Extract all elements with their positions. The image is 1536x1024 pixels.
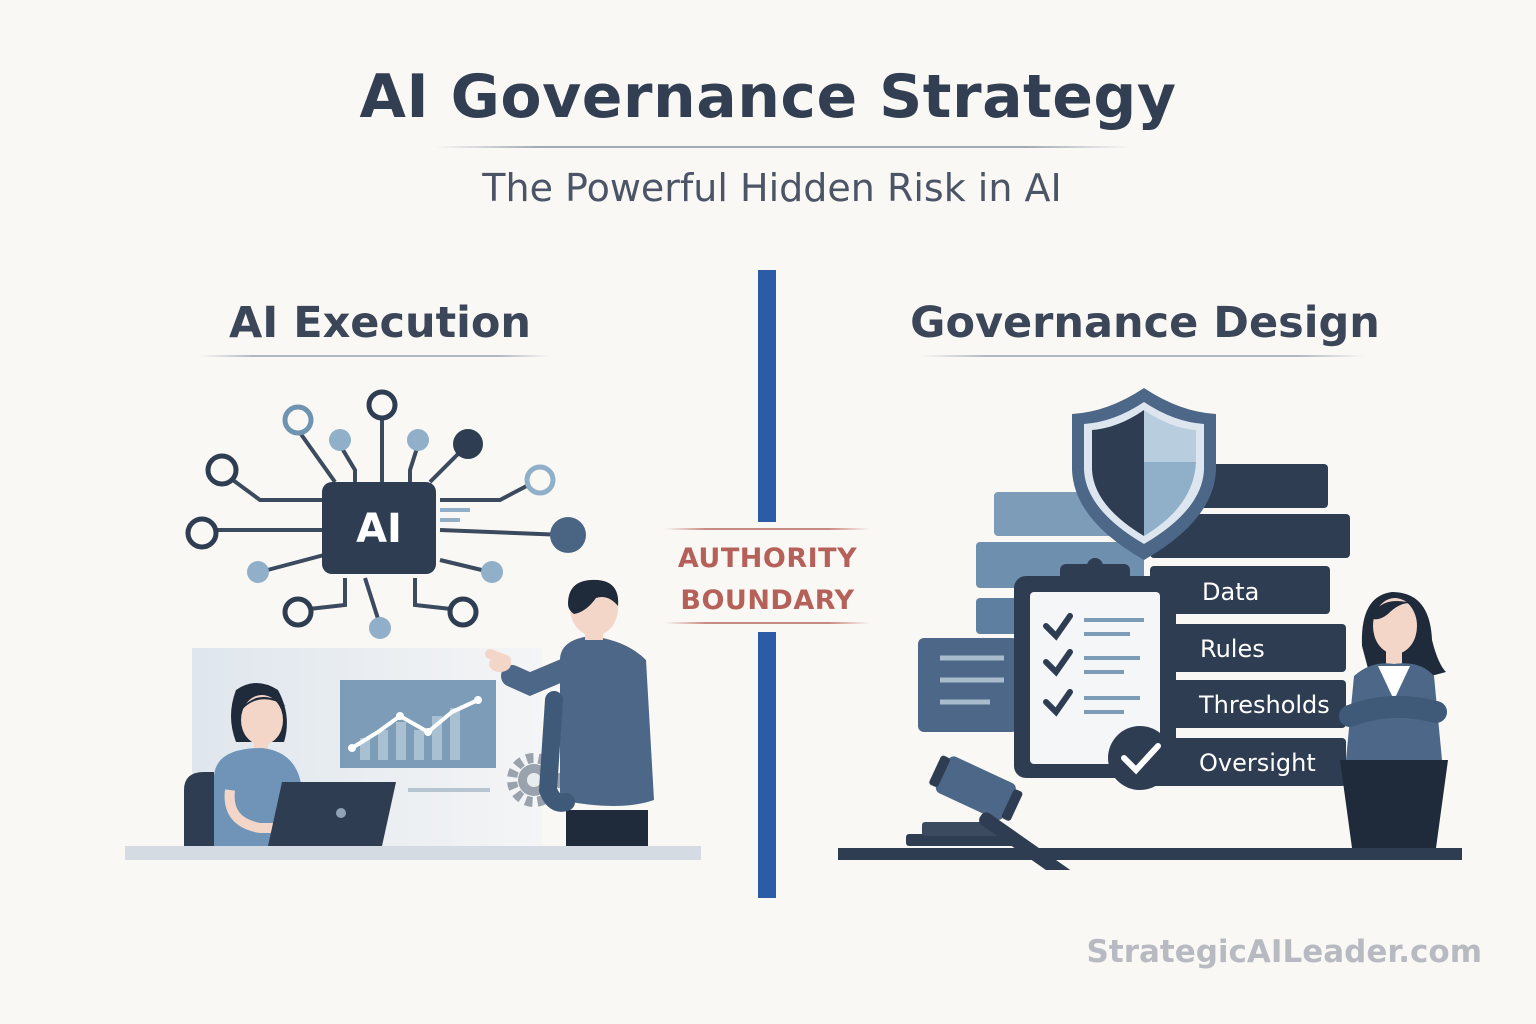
gavel-icon: [906, 755, 1073, 870]
ai-chip-label: AI: [356, 506, 402, 552]
left-desk: [125, 846, 701, 860]
governance-layers: [1150, 464, 1350, 786]
layer-thresholds: [1150, 680, 1346, 728]
left-heading: AI Execution: [228, 298, 532, 348]
authority-divider: [758, 270, 776, 898]
page-title: AI Governance Strategy: [359, 62, 1177, 132]
layer-label-rules: Rules: [1200, 635, 1265, 663]
network-nodes: [185, 389, 586, 639]
ai-execution-illustration: AI: [125, 389, 701, 860]
authority-label-line2: BOUNDARY: [680, 585, 855, 616]
right-heading-rule: [920, 355, 1365, 357]
left-heading-rule: [200, 355, 550, 357]
checklist-clipboard-icon: [1014, 558, 1176, 790]
layer-rules: [1150, 624, 1346, 672]
authority-rule-top: [665, 528, 870, 530]
authority-label-line1: AUTHORITY: [677, 543, 858, 574]
governance-lead-figure: [1339, 592, 1448, 848]
analytics-screen-icon: [340, 680, 496, 768]
presenter-figure: [485, 579, 654, 846]
title-underline: [435, 146, 1130, 148]
page-subtitle: The Powerful Hidden Risk in AI: [482, 166, 1062, 210]
ai-chip-icon: AI: [322, 482, 470, 574]
neural-network-icon: [204, 420, 566, 626]
site-watermark: StrategicAILeader.com: [1086, 934, 1482, 970]
right-heading: Governance Design: [910, 298, 1380, 348]
laptop-icon: [268, 782, 396, 846]
right-desk: [838, 848, 1462, 860]
authority-rule-bottom: [665, 622, 870, 624]
layer-label-data: Data: [1202, 578, 1259, 606]
layer-label-oversight: Oversight: [1199, 749, 1316, 777]
governance-design-illustration: Data Rules Thresholds Oversight: [838, 388, 1462, 870]
shield-icon: [1072, 388, 1216, 560]
layer-oversight: [1150, 738, 1346, 786]
layer-data: [1150, 566, 1330, 614]
layer-label-thresholds: Thresholds: [1198, 691, 1330, 719]
authority-boundary-label: AUTHORITY BOUNDARY: [660, 538, 875, 622]
